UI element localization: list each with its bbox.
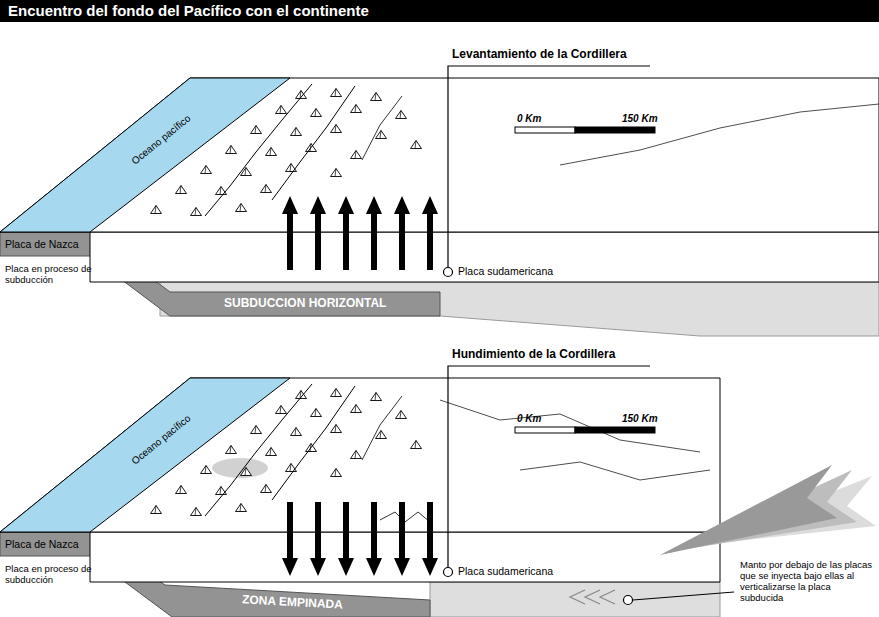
scale-label: 0 Km <box>517 413 541 425</box>
plate-label: Placa sudamericana <box>458 265 553 277</box>
scale-label: 0 Km <box>517 113 541 125</box>
diagram-title: Encuentro del fondo del Pacífico con el … <box>0 2 369 19</box>
zone-label: SUBDUCCION HORIZONTAL <box>224 297 386 311</box>
plate-label: Placa sudamericana <box>458 565 553 577</box>
callout-heading: Levantamiento de la Cordillera <box>452 48 627 62</box>
plate-label: Placa de Nazca <box>5 538 79 550</box>
plate-label: Placa de Nazca <box>5 238 79 250</box>
mantle-note: Manto por debajo de las placas que se in… <box>740 560 875 604</box>
scale-label: 150 Km <box>622 113 658 125</box>
plate-note: Placa en proceso de subducción <box>5 564 93 586</box>
plate-note: Placa en proceso de subducción <box>5 264 93 286</box>
scale-label: 150 Km <box>622 413 658 425</box>
title-bar: Encuentro del fondo del Pacífico con el … <box>0 0 879 22</box>
callout-heading: Hundimiento de la Cordillera <box>452 348 615 362</box>
